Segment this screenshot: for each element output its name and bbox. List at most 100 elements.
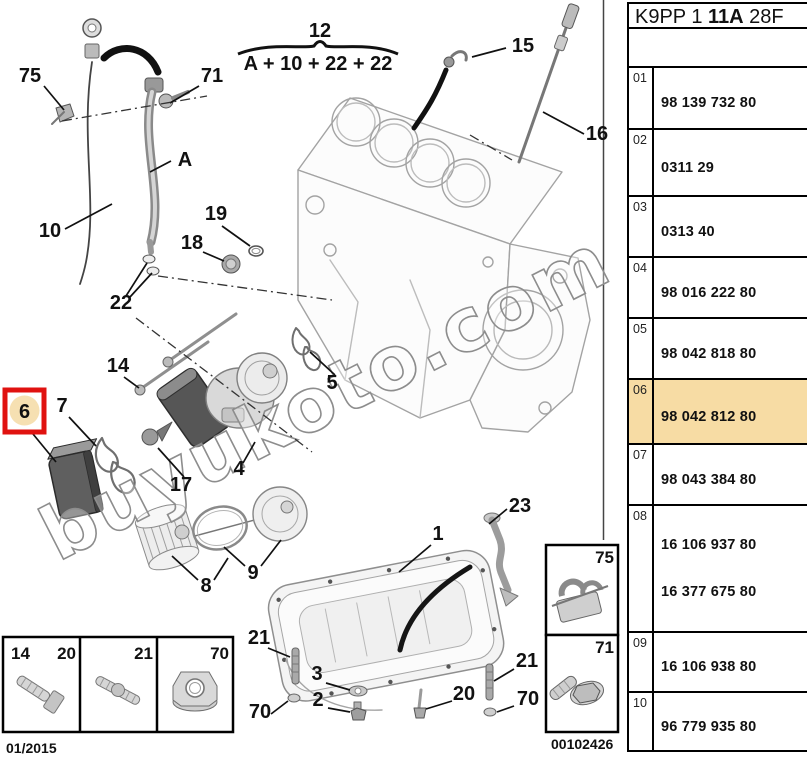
callout-21-right[interactable]: 21 bbox=[516, 650, 538, 672]
callout-20[interactable]: 20 bbox=[453, 683, 475, 705]
legend-ref-14: 14 bbox=[11, 644, 30, 663]
engine-block-drawing bbox=[297, 97, 591, 433]
callout-5[interactable]: 5 bbox=[326, 372, 337, 394]
callout-12[interactable]: 12 bbox=[309, 20, 331, 42]
header-suffix: 28F bbox=[743, 6, 784, 28]
pickup-pipe-drawing bbox=[483, 512, 519, 607]
stud-icon bbox=[95, 676, 141, 705]
clip-drawing bbox=[411, 50, 468, 131]
part-number: 98 042 818 80 bbox=[661, 345, 757, 362]
legend-right: 75 71 00102426 bbox=[544, 543, 620, 752]
bolt-icon bbox=[16, 675, 65, 714]
row-index: 09 bbox=[629, 633, 654, 691]
header-prefix: K9PP 1 bbox=[635, 6, 709, 28]
callout-19[interactable]: 19 bbox=[205, 203, 227, 225]
sump-fasteners-drawing bbox=[287, 647, 497, 721]
clip-icon bbox=[551, 578, 609, 623]
part-number: 16 377 675 80 bbox=[661, 584, 757, 600]
part-number: 98 042 812 80 bbox=[661, 408, 757, 425]
table-row[interactable]: 09 16 106 938 80 bbox=[627, 633, 807, 693]
header-bold: 11A bbox=[708, 6, 744, 28]
callout-17[interactable]: 17 bbox=[170, 474, 192, 496]
plug-washer-drawing bbox=[221, 245, 264, 274]
callout-70-right[interactable]: 70 bbox=[517, 688, 539, 710]
callout-71[interactable]: 71 bbox=[201, 65, 223, 87]
part-number: 0311 29 bbox=[661, 159, 715, 176]
table-row[interactable]: 02 0311 29 bbox=[627, 130, 807, 197]
oil-filter-drawing bbox=[134, 486, 308, 571]
callout-22[interactable]: 22 bbox=[110, 292, 132, 314]
part-number: 0313 40 bbox=[661, 223, 715, 240]
flange-nut-icon bbox=[172, 671, 218, 712]
part-number: 16 106 938 80 bbox=[661, 659, 757, 675]
axis-lines bbox=[61, 95, 513, 453]
filter-housing-drawing bbox=[134, 312, 288, 448]
callout-7[interactable]: 7 bbox=[56, 395, 67, 417]
oil-pan-drawing bbox=[267, 549, 505, 711]
gasket-7-drawing bbox=[94, 436, 136, 495]
callout-1[interactable]: 1 bbox=[432, 523, 443, 545]
catalog-reference-header: K9PP 1 11A 28F bbox=[627, 2, 807, 29]
part-number: 98 043 384 80 bbox=[661, 471, 757, 488]
callout-14[interactable]: 14 bbox=[107, 355, 130, 377]
gasket-5-drawing bbox=[291, 327, 322, 372]
table-row[interactable]: 04 98 016 222 80 bbox=[627, 258, 807, 319]
row-index: 02 bbox=[629, 130, 654, 195]
row-index: 05 bbox=[629, 319, 654, 378]
callout-4[interactable]: 4 bbox=[233, 458, 245, 480]
callout-2[interactable]: 2 bbox=[312, 689, 323, 711]
brace bbox=[237, 40, 399, 56]
highlighted-callout-6[interactable]: 6 bbox=[2, 387, 47, 435]
table-row[interactable]: 08 16 106 937 80 16 377 675 80 bbox=[627, 506, 807, 633]
leader-lines bbox=[32, 47, 585, 715]
part-number: 96 779 935 80 bbox=[661, 718, 757, 735]
callout-18[interactable]: 18 bbox=[181, 232, 203, 254]
table-header-band bbox=[627, 29, 807, 68]
table-row[interactable]: 03 0313 40 bbox=[627, 197, 807, 258]
callout-70-left[interactable]: 70 bbox=[249, 701, 271, 723]
formula-text: A + 10 + 22 + 22 bbox=[244, 53, 393, 75]
table-row[interactable]: 10 96 779 935 80 bbox=[627, 693, 807, 752]
exploded-parts-diagram: buyukoto.com 12 bbox=[1, 0, 620, 756]
callout-6: 6 bbox=[19, 401, 30, 423]
table-row[interactable]: 07 98 043 384 80 bbox=[627, 445, 807, 506]
callout-10[interactable]: 10 bbox=[39, 220, 61, 242]
part-number: 98 016 222 80 bbox=[661, 284, 757, 301]
legend-left-caption: 01/2015 bbox=[6, 740, 57, 756]
callout-23[interactable]: 23 bbox=[509, 495, 531, 517]
parts-table: K9PP 1 11A 28F 01 98 139 732 80 02 0311 … bbox=[627, 2, 807, 752]
legend-left: 14 20 21 70 01/2015 bbox=[1, 635, 235, 756]
table-row-selected[interactable]: 06 98 042 812 80 bbox=[627, 380, 807, 445]
callout-3[interactable]: 3 bbox=[311, 663, 322, 685]
callout-A[interactable]: A bbox=[178, 149, 192, 171]
callout-8[interactable]: 8 bbox=[200, 575, 211, 597]
oil-cooler-drawing bbox=[47, 438, 104, 520]
callout-15[interactable]: 15 bbox=[512, 35, 534, 57]
legend-item-75: 75 bbox=[595, 548, 614, 567]
callout-21-left[interactable]: 21 bbox=[248, 627, 270, 649]
dipstick-tube-drawing bbox=[51, 18, 190, 285]
callout-16[interactable]: 16 bbox=[586, 123, 608, 145]
callout-75[interactable]: 75 bbox=[19, 65, 41, 87]
legend-item-21: 21 bbox=[134, 644, 153, 663]
row-index: 01 bbox=[629, 68, 654, 128]
callout-9[interactable]: 9 bbox=[247, 562, 258, 584]
group-formula: 12 A + 10 + 22 + 22 bbox=[237, 20, 399, 75]
part-number: 98 139 732 80 bbox=[661, 95, 757, 111]
row-index: 08 bbox=[629, 506, 654, 631]
row-index: 03 bbox=[629, 197, 654, 256]
table-row[interactable]: 05 98 042 818 80 bbox=[627, 319, 807, 380]
part-number: 16 106 937 80 bbox=[661, 537, 757, 553]
legend-item-71: 71 bbox=[595, 638, 614, 657]
dipstick-rod-drawing bbox=[517, 3, 580, 164]
row-index: 10 bbox=[629, 693, 654, 750]
legend-item-70: 70 bbox=[210, 644, 229, 663]
legend-right-caption: 00102426 bbox=[551, 736, 614, 752]
row-index: 07 bbox=[629, 445, 654, 504]
flange-screw-icon bbox=[549, 675, 605, 706]
table-row[interactable]: 01 98 139 732 80 bbox=[627, 68, 807, 130]
callout-6-circle bbox=[9, 395, 40, 426]
engine-drawing bbox=[47, 3, 591, 721]
row-index: 06 bbox=[629, 380, 654, 443]
